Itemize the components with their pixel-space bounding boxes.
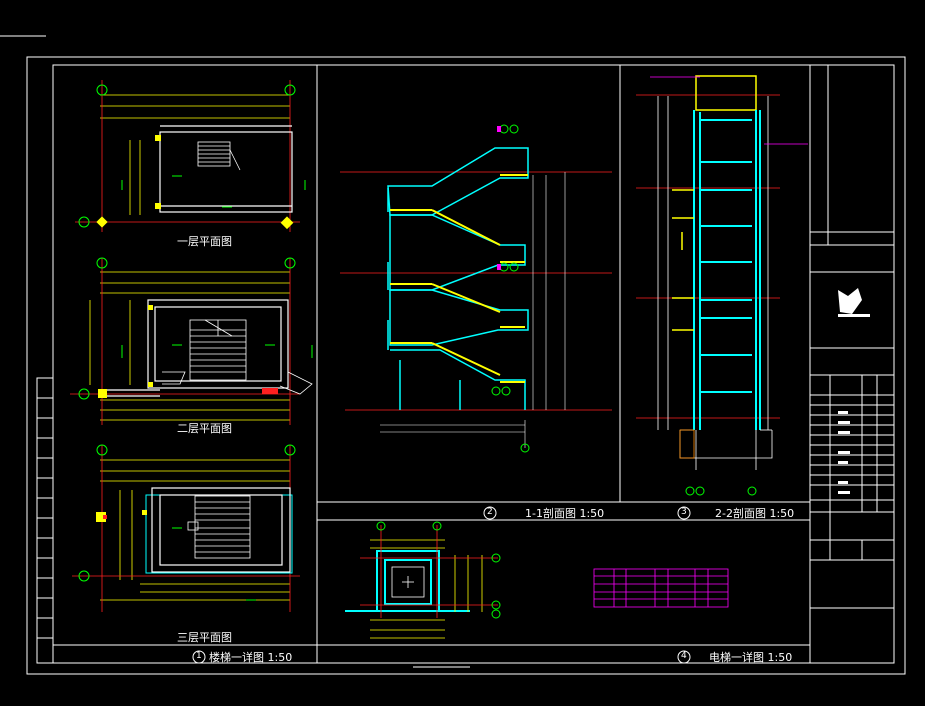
drawing-frame (0, 35, 906, 675)
section-1-1[interactable] (340, 124, 612, 453)
floor1-plan-title: 一层平面图 (177, 235, 232, 248)
section-2-2-number: 3 (681, 507, 687, 517)
floor3-plan[interactable] (72, 444, 300, 612)
title-block-cell-marks (838, 411, 850, 494)
title-block (809, 64, 895, 664)
detail-number-circles (192, 506, 691, 664)
company-logo (838, 288, 870, 317)
door-window-schedule-table[interactable] (593, 568, 729, 608)
elevator-detail[interactable] (345, 521, 501, 639)
floor1-plan[interactable] (75, 80, 306, 232)
stair-detail-number: 1 (196, 651, 202, 661)
elevator-detail-title: 电梯一详图 1:50 (709, 651, 793, 664)
left-margin-table (36, 377, 54, 664)
floor2-plan-title: 二层平面图 (177, 422, 232, 435)
stair-detail-title: 楼梯一详图 1:50 (209, 651, 293, 664)
section-2-2-title: 2-2剖面图 1:50 (715, 507, 795, 520)
section-1-1-title: 1-1剖面图 1:50 (525, 507, 605, 520)
section-2-2[interactable] (636, 75, 808, 496)
elevator-detail-number: 4 (681, 651, 687, 661)
floor3-plan-title: 三层平面图 (177, 631, 232, 644)
section-1-1-number: 2 (487, 507, 493, 517)
floor2-plan[interactable] (70, 257, 313, 425)
